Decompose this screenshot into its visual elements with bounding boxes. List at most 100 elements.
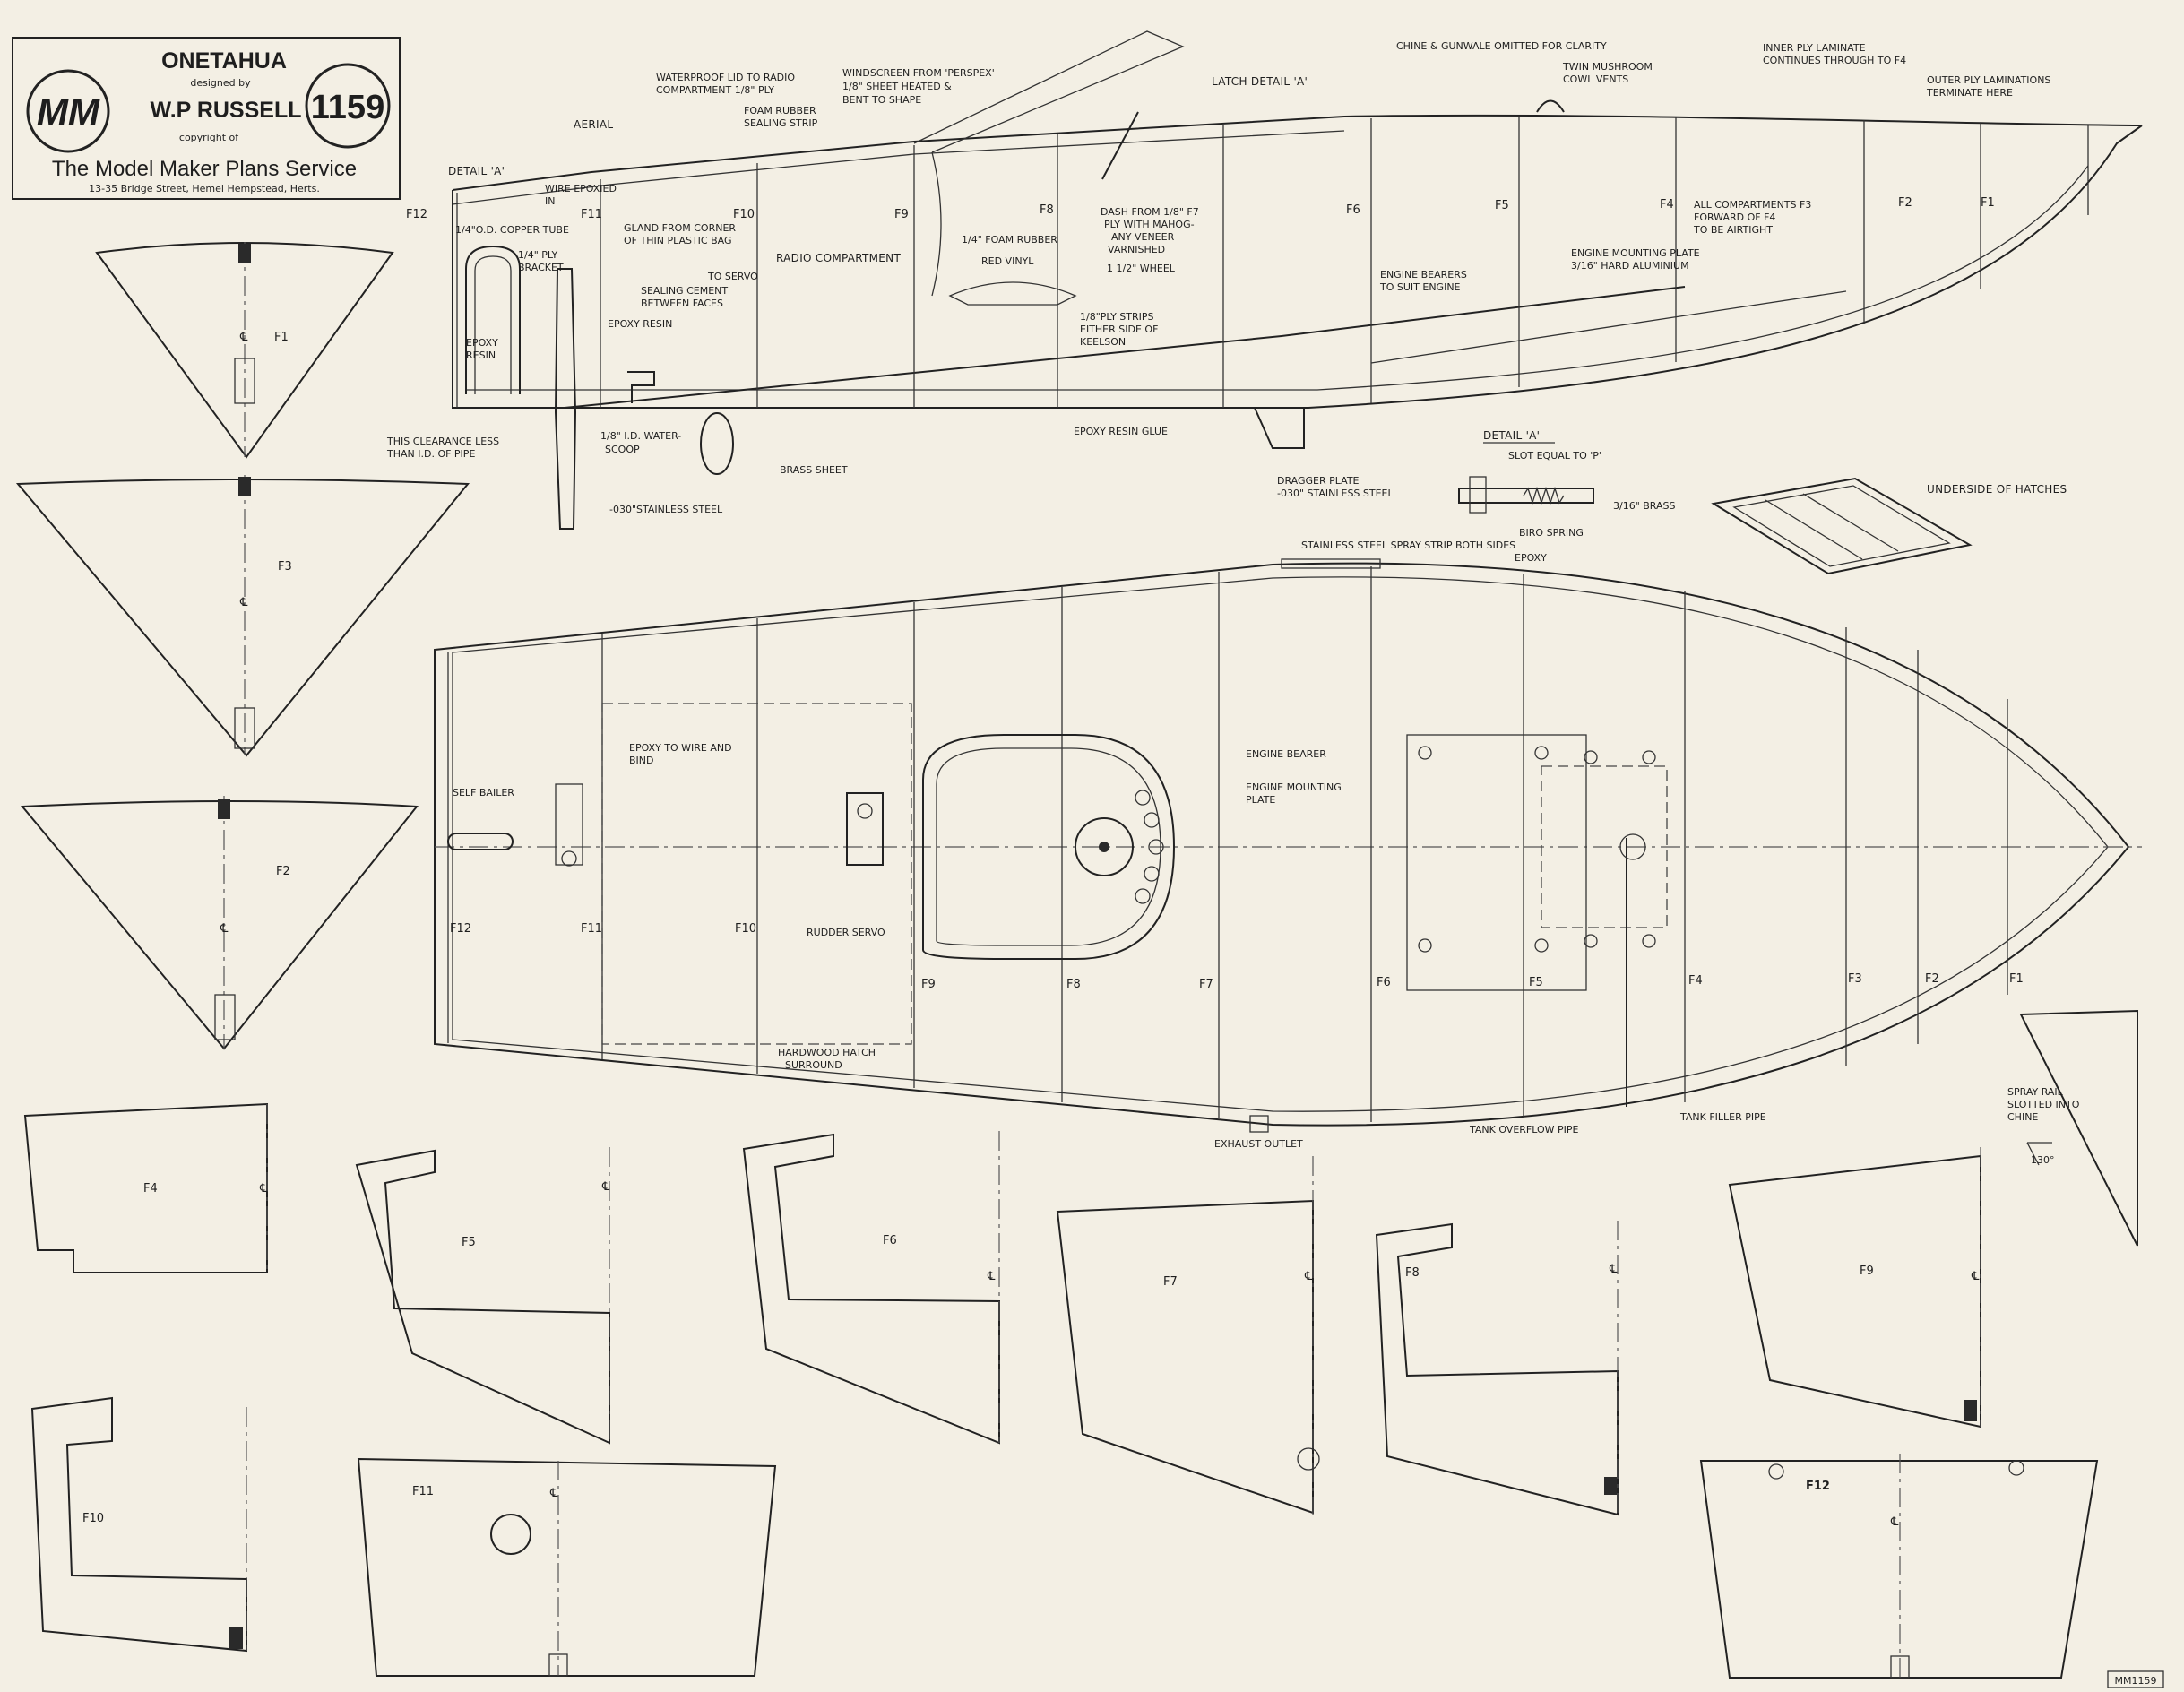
former-f5: F5 ℄ [355,1147,610,1445]
label-overflow: TANK OVERFLOW PIPE [1469,1124,1579,1135]
plan-reference-text: MM1159 [2115,1675,2157,1687]
label-epoxy-glue: EPOXY RESIN GLUE [1074,426,1168,437]
label-f4: F4 [1660,198,1674,212]
former-f2-label: F2 [276,865,290,878]
engine-mounting-plate [1406,734,1587,991]
title-block-frame [12,37,401,200]
label-dash: DASH FROM 1/8" F7 [1101,206,1199,218]
label-dash-2: PLY WITH MAHOG- [1104,219,1195,230]
cockpit-outline [922,734,1176,960]
label-chine-omitted: CHINE & GUNWALE OMITTED FOR CLARITY [1396,40,1607,52]
label-wire-epoxied: WIRE EPOXIED [545,183,617,194]
detail-a-title: DETAIL 'A' [1483,429,1540,442]
designer-name: W.P RUSSELL [150,98,301,123]
spray-strip [1281,558,1381,569]
shaft-line [564,286,1686,409]
label-aerial: AERIAL [574,118,613,131]
keel-inner-line [466,165,2089,391]
label-wheel: 1 1/2" WHEEL [1107,263,1176,274]
label-f1: F1 [1981,196,1995,210]
label-mounting-plate-2: 3/16" HARD ALUMINIUM [1571,260,1689,272]
model-name: ONETAHUA [161,48,287,73]
label-windscreen-2: 1/8" SHEET HEATED & [842,81,952,92]
label-ply-strips: 1/8"PLY STRIPS [1080,311,1154,323]
former-f2: F2 ℄ [20,796,419,1050]
detail-a-slot: SLOT EQUAL TO 'P' [1508,450,1601,462]
steering-column [1101,111,1139,180]
former-f8-label: F8 [1405,1266,1420,1280]
label-windscreen-3: BENT TO SHAPE [842,94,921,106]
label-stainless-steel: -030"STAINLESS STEEL [609,504,723,515]
designed-by-label: designed by [190,77,251,89]
plan-label-f2: F2 [1925,972,1939,986]
former-f10: F10 [30,1396,247,1653]
former-f2-centerline: ℄ [220,922,229,936]
rudder [554,268,577,530]
label-brass-sheet: BRASS SHEET [780,464,848,476]
label-engine-plate: ENGINE MOUNTING [1246,781,1342,793]
former-f4-label: F4 [143,1182,158,1196]
label-spray-rail-2: SLOTTED INTO [2007,1099,2080,1110]
label-gland: GLAND FROM CORNER [624,222,736,234]
plan-label-f9: F9 [921,978,936,991]
detail-a-brass: 3/16" BRASS [1613,500,1676,512]
label-foam-rubber-2: SEALING STRIP [744,117,818,129]
label-windscreen: WINDSCREEN FROM 'PERSPEX' [842,67,995,79]
label-f9: F9 [894,208,909,221]
side-elevation: DETAIL 'A' F12 1/4"O.D. COPPER TUBE AERI… [386,30,2143,530]
former-f5-centerline: ℄ [601,1180,610,1194]
plan-reference: MM1159 [2107,1670,2164,1688]
hatch-surround [601,703,912,1045]
former-f1-centerline: ℄ [239,331,248,344]
deck-line [452,114,2143,191]
label-exhaust: EXHAUST OUTLET [1214,1138,1303,1150]
plan-number-badge: 1159 [305,63,391,149]
label-ply-strips-3: KEELSON [1080,336,1126,348]
former-f12-centerline: ℄ [1890,1515,1899,1529]
label-foam-quarter: 1/4" FOAM RUBBER [962,234,1057,246]
former-f11-label: F11 [412,1485,434,1498]
label-engine-bearers-2: TO SUIT ENGINE [1379,281,1461,293]
former-f12: F12 ℄ [1699,1454,2099,1679]
former-f3-centerline: ℄ [239,596,248,609]
former-f3: F3 ℄ [15,475,470,757]
label-epoxy-resin: EPOXY RESIN [608,318,672,330]
plan-label-f5: F5 [1529,976,1543,989]
former-f6: F6 ℄ [742,1131,1000,1445]
windscreen [913,30,1185,153]
biro-spring [1523,486,1565,505]
label-dragger-plate: DRAGGER PLATE [1277,475,1360,487]
plan-number: 1159 [311,89,384,126]
deck-inner-line [452,130,1345,205]
former-f7-label: F7 [1163,1275,1178,1289]
water-scoop [627,371,655,403]
former-f8-centerline: ℄ [1609,1263,1618,1276]
label-mushroom: TWIN MUSHROOM [1562,61,1653,73]
copyright-label: copyright of [179,132,239,143]
label-spray-strip: STAINLESS STEEL SPRAY STRIP BOTH SIDES [1301,540,1515,551]
label-f8: F8 [1040,203,1054,217]
former-f12-label: F12 [1806,1480,1830,1493]
cockpit-seat [948,281,1077,306]
mount-screws [1418,746,1656,953]
label-rudder-servo: RUDDER SERVO [807,927,885,938]
side-formers [456,117,2089,408]
label-spray-rail: SPRAY RAIL [2007,1086,2064,1098]
label-dragger-plate-2: -030" STAINLESS STEEL [1277,488,1394,499]
former-f1: F1 ℄ [95,242,394,459]
label-outer-ply-2: TERMINATE HERE [1926,87,2013,99]
engine-mount-line [1370,290,1847,364]
label-foam-rubber: FOAM RUBBER [744,105,816,117]
label-ply-bracket-2: BRACKET [518,262,564,273]
former-f6-label: F6 [883,1234,897,1247]
cockpit-seat-back [931,151,942,297]
label-ply-bracket: 1/4" PLY [518,249,558,261]
engine-area [1541,765,1668,928]
label-water-scoop: 1/8" I.D. WATER- [600,430,681,442]
label-compartments: ALL COMPARTMENTS F3 [1694,199,1811,211]
label-f11: F11 [581,208,602,221]
label-dash-3: ANY VENEER [1111,231,1175,243]
label-sealing: SEALING CEMENT [641,285,728,297]
